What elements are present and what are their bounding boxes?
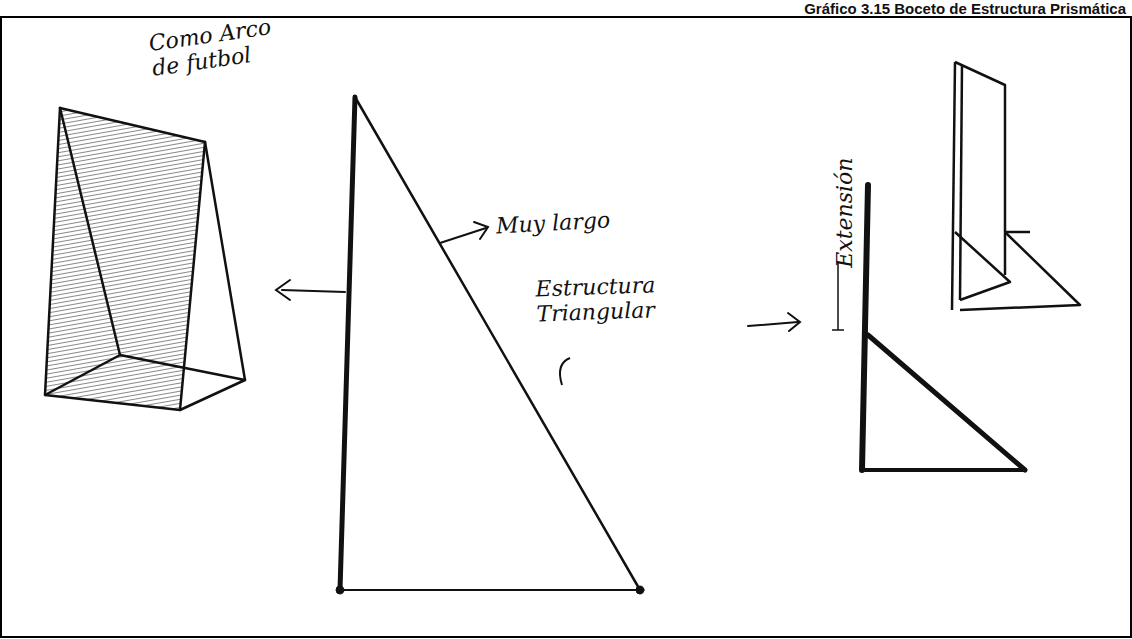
dimension-line	[832, 262, 844, 330]
goal-prism	[45, 108, 245, 410]
dimension-label: Extensión	[832, 158, 857, 268]
hook-mark	[560, 358, 570, 385]
arrow	[276, 280, 345, 300]
figure-title: Gráfico 3.15 Boceto de Estructura Prismá…	[804, 1, 1126, 16]
note-label: Muy largo	[495, 207, 626, 239]
frame	[1, 17, 1131, 637]
note-label: Como Arco de futbol	[147, 13, 283, 81]
arrow	[748, 313, 800, 331]
small-prism	[952, 62, 1080, 310]
note-label: Estructura Triangular	[535, 272, 677, 327]
arrow	[440, 222, 488, 243]
l-triangle	[862, 185, 1025, 470]
big-triangle	[336, 97, 644, 594]
